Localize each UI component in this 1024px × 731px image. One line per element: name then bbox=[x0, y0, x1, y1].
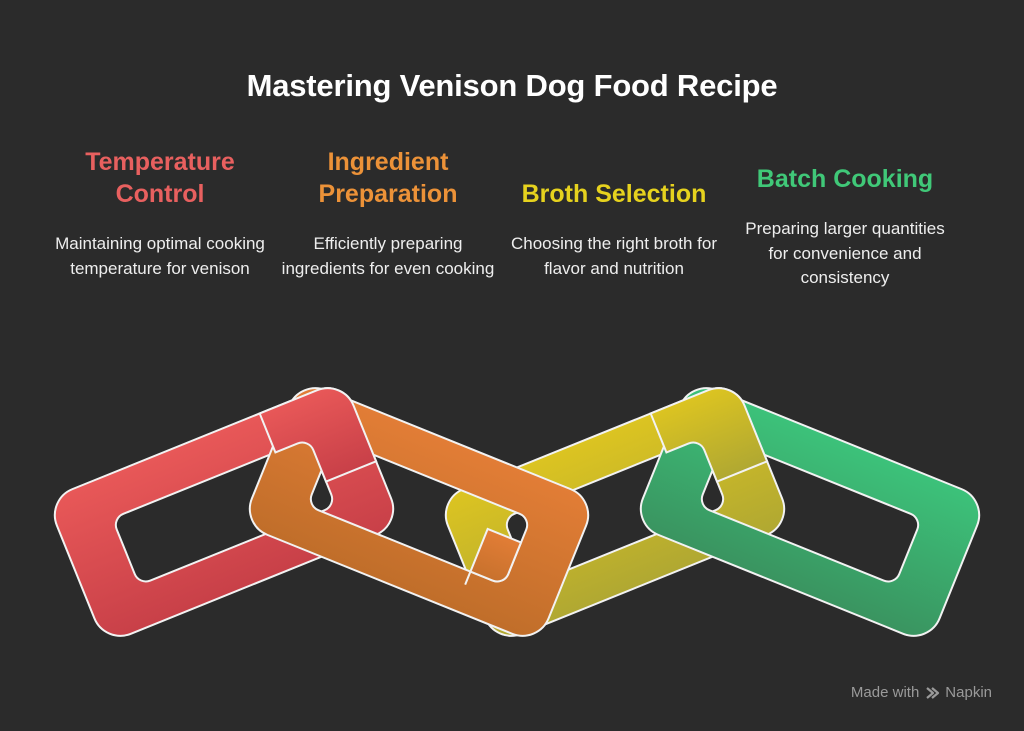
step-broth-selection: Broth Selection Choosing the right broth… bbox=[504, 178, 724, 281]
made-with-label: Made with bbox=[850, 684, 920, 701]
step-heading: Temperature Control bbox=[85, 148, 235, 208]
chain-overlap-yellow bbox=[649, 387, 769, 483]
step-heading: Batch Cooking bbox=[756, 165, 934, 193]
step-heading: Ingredient Preparation bbox=[318, 148, 458, 208]
step-description: Efficiently preparing ingredients for ev… bbox=[281, 234, 495, 278]
brand-name: Napkin bbox=[945, 684, 992, 701]
chain-overlap-orange bbox=[464, 527, 523, 585]
step-description: Preparing larger quantities for convenie… bbox=[745, 219, 945, 287]
step-description: Maintaining optimal cooking temperature … bbox=[55, 234, 265, 278]
step-temperature-control: Temperature Control Maintaining optimal … bbox=[50, 146, 270, 281]
step-batch-cooking: Batch Cooking Preparing larger quantitie… bbox=[735, 163, 955, 291]
napkin-logo-icon bbox=[926, 686, 940, 699]
step-heading: Broth Selection bbox=[521, 180, 707, 208]
page-title: Mastering Venison Dog Food Recipe bbox=[246, 68, 778, 103]
watermark: Made with Napkin bbox=[851, 684, 992, 701]
step-description: Choosing the right broth for flavor and … bbox=[510, 234, 717, 278]
chain-overlap-red bbox=[258, 387, 378, 483]
step-ingredient-preparation: Ingredient Preparation Efficiently prepa… bbox=[278, 146, 498, 281]
